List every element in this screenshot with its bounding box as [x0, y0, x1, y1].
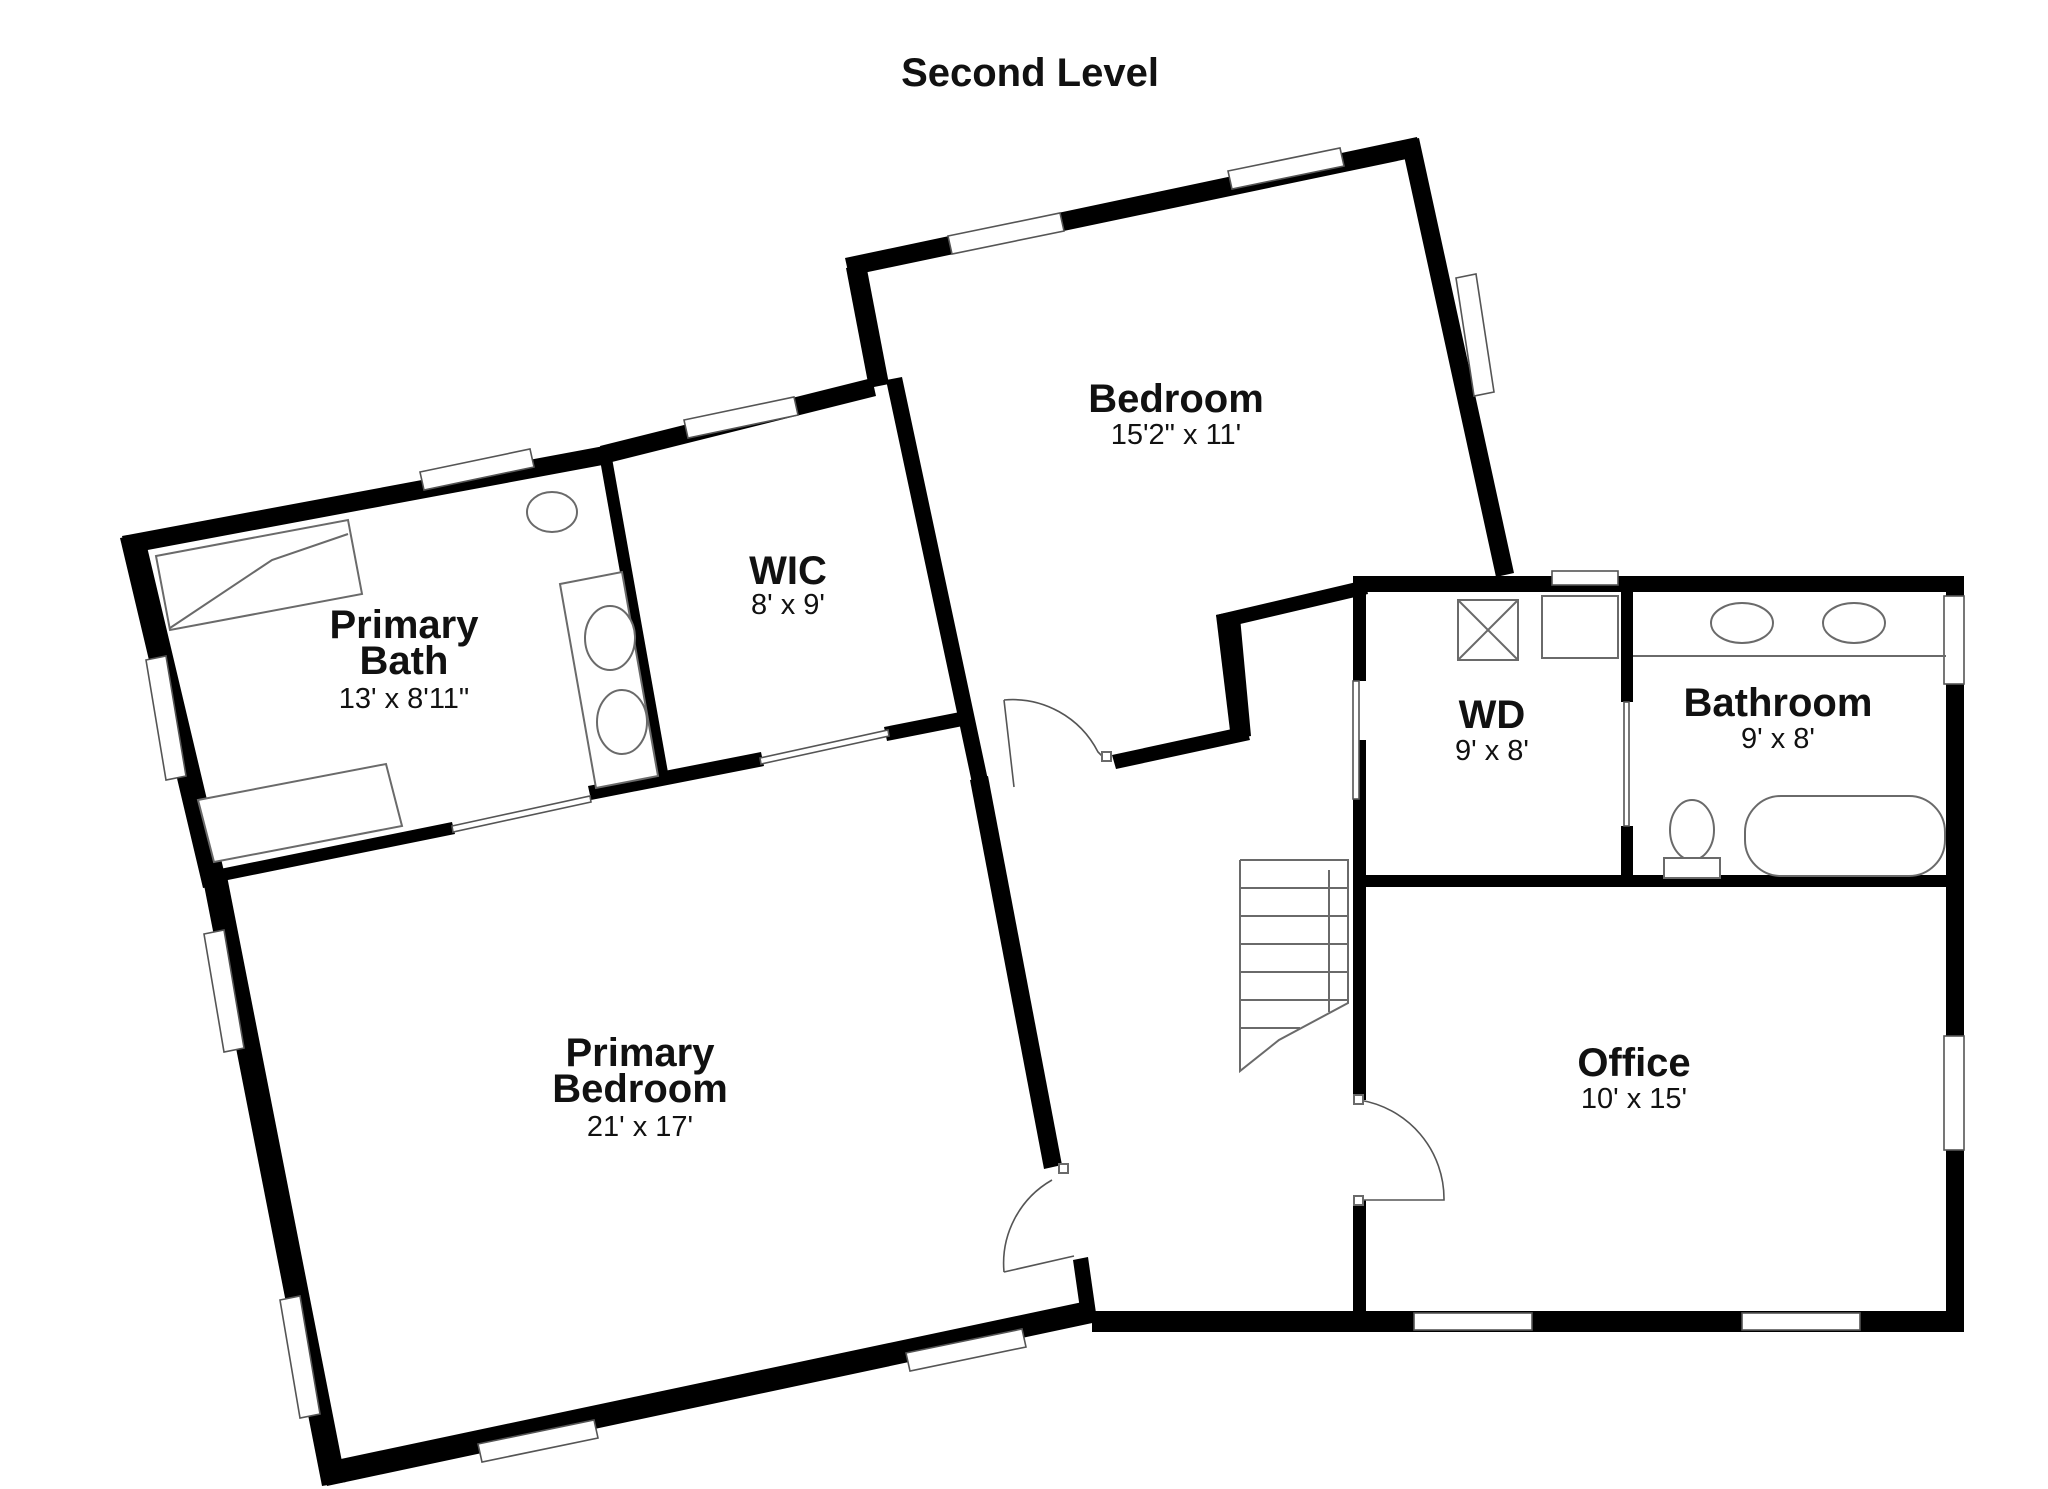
- plan-title: Second Level: [901, 51, 1159, 95]
- dims-office: 10' x 15': [1581, 1083, 1687, 1115]
- label-primary-bath-1: Primary: [330, 603, 480, 647]
- label-primary-bedroom-2: Bedroom: [552, 1067, 728, 1111]
- wall-bedroom-right: [1401, 138, 1514, 577]
- wall-notch-top: [1216, 580, 1368, 629]
- door-office: [1358, 1099, 1445, 1201]
- window-bathroom-right: [1943, 595, 1965, 685]
- label-bedroom: Bedroom: [1088, 377, 1264, 421]
- dims-bathroom: 9' x 8': [1741, 723, 1815, 755]
- door-stop-2: [1058, 1163, 1069, 1174]
- window-pbed-bottom-1: [477, 1419, 599, 1463]
- wall-bedroom-left: [846, 264, 889, 388]
- sink-primary-bath-1: [584, 605, 636, 671]
- sink-bathroom-2: [1822, 602, 1886, 644]
- tub-bathroom: [1744, 795, 1946, 877]
- fixtures: [154, 491, 1946, 879]
- window-bedroom-top-1: [947, 212, 1065, 255]
- label-office: Office: [1577, 1041, 1690, 1085]
- wall-notch-bottom: [1112, 726, 1250, 769]
- label-bathroom: Bathroom: [1684, 681, 1873, 725]
- dims-primary-bath: 13' x 8'11": [339, 683, 469, 715]
- window-bedroom-top-2: [1227, 147, 1345, 190]
- wall-east-right-mid: [1946, 686, 1964, 1036]
- wall-wic-bottom: [884, 712, 963, 741]
- window-bedroom-right: [1455, 273, 1495, 397]
- sink-primary-bath-2: [596, 689, 648, 755]
- wall-notch-left: [1216, 612, 1245, 739]
- door-primary-bedroom: [1002, 1179, 1075, 1273]
- wall-hall-east-mid: [1353, 740, 1366, 1100]
- doors: [1002, 698, 1445, 1273]
- wall-bath-divider: [215, 822, 455, 882]
- wall-bath-divider-mid: [588, 752, 764, 800]
- wall-wd-bath: [1621, 576, 1633, 702]
- wall-office-top: [1353, 875, 1964, 887]
- door-stop-1: [1101, 751, 1112, 762]
- stairs-outline: [1239, 859, 1349, 1074]
- openings: [451, 680, 1630, 833]
- label-wic: WIC: [749, 549, 827, 593]
- label-primary-bedroom-1: Primary: [566, 1031, 716, 1075]
- wall-pbed-right-upper: [970, 776, 1062, 1169]
- dims-wic: 8' x 9': [751, 589, 825, 621]
- wall-wd-bath-lower: [1621, 826, 1633, 882]
- label-wd: WD: [1459, 693, 1526, 737]
- toilet-bathroom: [1669, 799, 1715, 861]
- door-bedroom: [1003, 698, 1105, 788]
- wd-sink: [1541, 595, 1619, 659]
- room-labels: Bedroom 15'2" x 11' WIC 8' x 9' Primary …: [330, 377, 1873, 1143]
- tub-primary-bath: [196, 762, 404, 864]
- door-stop-4: [1353, 1195, 1364, 1206]
- wall-east-right-lower: [1946, 1150, 1964, 1332]
- sliding-door-bath: [451, 795, 592, 833]
- window-bath-left: [145, 655, 187, 781]
- dims-wd: 9' x 8': [1455, 735, 1529, 767]
- wall-hall-east-upper: [1353, 576, 1366, 681]
- sliding-door-wd-left: [1352, 680, 1360, 800]
- window-pbed-bottom-2: [905, 1328, 1027, 1372]
- wall-bath-wic: [600, 458, 669, 780]
- windows: [145, 147, 1965, 1463]
- window-pbed-left-1: [203, 929, 245, 1053]
- window-office-right: [1943, 1035, 1965, 1151]
- window-wic-top: [683, 396, 799, 439]
- sink-bathroom-1: [1710, 602, 1774, 644]
- window-office-bottom-2: [1741, 1312, 1861, 1331]
- label-primary-bath-2: Bath: [360, 639, 449, 683]
- wall-hall-east-lower: [1353, 1200, 1366, 1332]
- window-east-top: [1551, 570, 1619, 586]
- wall-bedroom-bottom: [322, 1300, 1097, 1486]
- door-stop-3: [1353, 1094, 1364, 1105]
- wall-pbed-right-lower: [1073, 1257, 1097, 1323]
- dims-bedroom: 15'2" x 11': [1111, 419, 1241, 451]
- sliding-door-wic: [759, 729, 890, 765]
- sliding-door-wd-right: [1623, 701, 1630, 827]
- window-pbed-left-2: [279, 1295, 321, 1419]
- wall-bedroom-low-left: [886, 377, 988, 783]
- washer-line-2: [1457, 599, 1519, 661]
- toilet-primary-bath: [526, 491, 578, 533]
- window-office-bottom-1: [1413, 1312, 1533, 1331]
- toilet-tank-bathroom: [1663, 857, 1721, 879]
- stairs: [1239, 859, 1349, 1074]
- wall-east-top: [1360, 576, 1964, 592]
- window-bath-top: [419, 448, 535, 491]
- dims-primary-bedroom: 21' x 17': [587, 1111, 693, 1143]
- shower-lines: [169, 533, 349, 629]
